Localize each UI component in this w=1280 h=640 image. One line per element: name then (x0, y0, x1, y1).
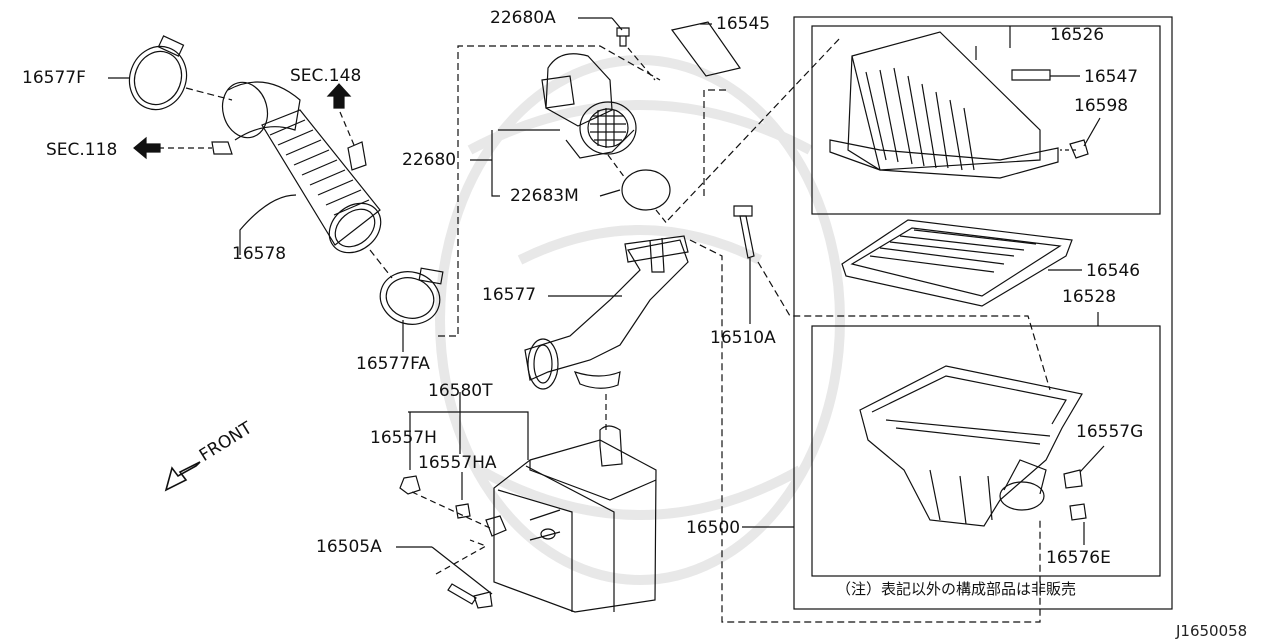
label-16546: 16546 (1086, 261, 1141, 281)
label-16510A: 16510A (710, 328, 776, 348)
airflow-meter-22680 (541, 53, 637, 159)
nut-16557H (399, 475, 421, 495)
grommet-16557G (1063, 469, 1083, 489)
cap-16547 (1011, 69, 1051, 81)
bolt-16505A (447, 583, 493, 609)
label-22680: 22680 (402, 150, 457, 170)
label-16528: 16528 (1062, 287, 1117, 307)
label-16547: 16547 (1084, 67, 1139, 87)
label-sec-118: SEC.118 (46, 140, 118, 160)
gasket-22683M (621, 169, 671, 211)
label-16577FA: 16577FA (356, 354, 430, 374)
label-16526: 16526 (1050, 25, 1105, 45)
label-16580T: 16580T (428, 381, 493, 401)
grommet-16576E (1069, 503, 1087, 521)
label-16578: 16578 (232, 244, 287, 264)
screw-22680A (616, 27, 630, 47)
box-16528 (811, 325, 1161, 577)
resonator-16580T (485, 425, 657, 613)
label-16500: 16500 (686, 518, 741, 538)
diagram-code: J1650058 (1176, 622, 1248, 640)
label-16598: 16598 (1074, 96, 1129, 116)
footnote: （注）表記以外の構成部品は非販売 (836, 580, 1077, 598)
arrow-left-icon (133, 136, 161, 160)
seal-tape-16545 (670, 21, 741, 77)
filter-element-16546 (841, 219, 1073, 307)
front-arrow-icon (164, 461, 201, 492)
label-16577F: 16577F (22, 68, 86, 88)
label-16557HA: 16557HA (418, 453, 497, 473)
arrow-up-icon (326, 83, 352, 109)
assembly-box-16500 (793, 16, 1173, 610)
label-16545: 16545 (716, 14, 771, 34)
label-16505A: 16505A (316, 537, 382, 557)
air-cleaner-cover-16526 (829, 31, 1059, 179)
bolt-16510A (733, 205, 755, 259)
air-cleaner-case-16528 (859, 365, 1083, 527)
box-16526 (811, 25, 1161, 215)
clamp-16577FA (379, 267, 444, 325)
label-22683M: 22683M (510, 186, 579, 206)
label-16557G: 16557G (1076, 422, 1144, 442)
label-sec-148: SEC.148 (290, 66, 362, 86)
label-16576E: 16576E (1046, 548, 1111, 568)
watermark-emblem (435, 55, 845, 585)
label-22680A: 22680A (490, 8, 556, 28)
clamp-16577F (128, 35, 188, 111)
grommet-16557HA (455, 503, 471, 519)
clip-16598 (1069, 139, 1089, 159)
air-duct-16577 (524, 235, 689, 390)
label-16577: 16577 (482, 285, 537, 305)
label-16557H: 16557H (370, 428, 437, 448)
air-duct-16578 (221, 81, 382, 254)
